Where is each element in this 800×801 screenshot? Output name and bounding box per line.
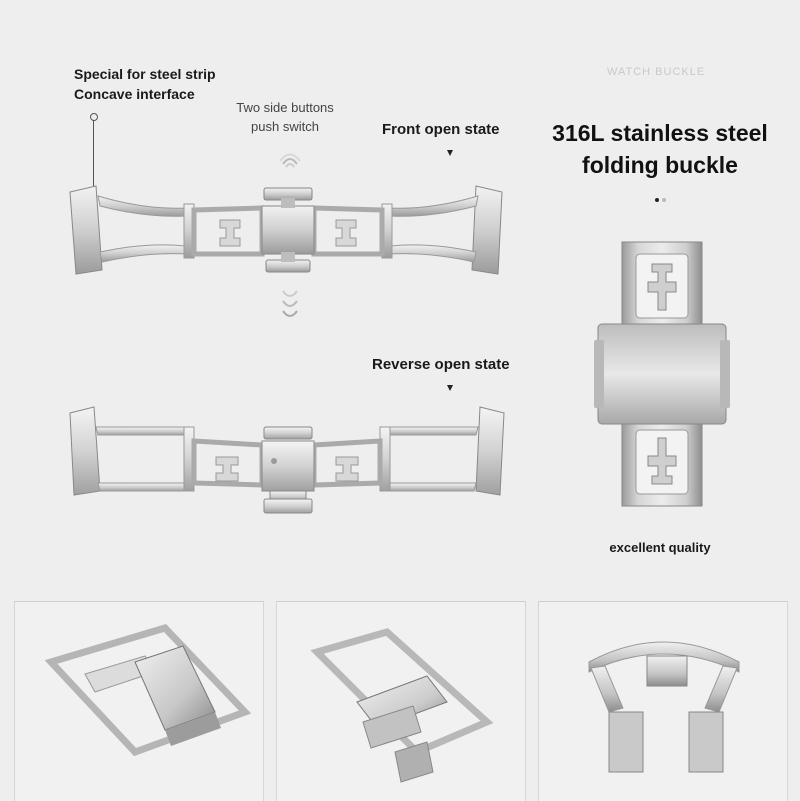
detail-image-3 xyxy=(588,641,740,773)
detail-panel-3 xyxy=(538,601,788,801)
detail-panel-1 xyxy=(14,601,264,801)
closed-buckle-image xyxy=(594,241,730,507)
concave-interface-label: Concave interface xyxy=(74,86,195,102)
push-switch-label: push switch xyxy=(251,119,319,134)
detail-image-1 xyxy=(44,624,252,757)
reverse-open-arrow-icon xyxy=(447,385,453,391)
title-line-1: 316L stainless steel xyxy=(552,120,768,146)
title-line-2: folding buckle xyxy=(582,152,738,178)
callout-marker xyxy=(90,113,98,121)
brand-tag: WATCH BUCKLE xyxy=(607,66,706,78)
detail-image-2 xyxy=(310,628,494,783)
detail-panel-2 xyxy=(276,601,526,801)
front-open-buckle xyxy=(69,185,503,275)
push-wave-top-icon xyxy=(279,153,301,168)
callout-line xyxy=(93,120,94,245)
special-strip-label: Special for steel strip xyxy=(74,66,216,82)
carousel-dot-1[interactable] xyxy=(655,198,659,202)
reverse-open-buckle xyxy=(69,406,505,514)
two-side-buttons-label: Two side buttons xyxy=(236,100,334,115)
reverse-open-label: Reverse open state xyxy=(372,356,510,373)
carousel-dot-2[interactable] xyxy=(662,198,666,202)
quality-label: excellent quality xyxy=(609,540,711,555)
front-open-label: Front open state xyxy=(382,121,500,138)
push-wave-bottom-icon xyxy=(282,290,298,317)
front-open-arrow-icon xyxy=(447,150,453,156)
